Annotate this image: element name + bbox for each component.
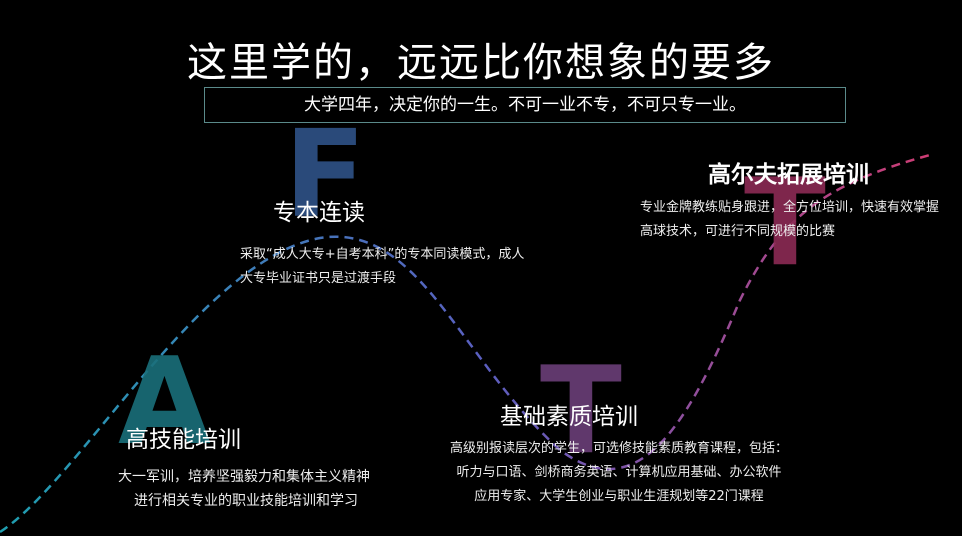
- section-title-basic: 基础素质培训: [500, 404, 638, 430]
- desc-line: 采取“成人大专+自考本科”的专本同读模式，成人: [240, 247, 525, 262]
- desc-line: 大专毕业证书只是过渡手段: [240, 271, 397, 286]
- desc-line: 大一军训，培养坚强毅力和集体主义精神: [118, 469, 370, 485]
- section-desc-skills: 大一军训，培养坚强毅力和集体主义精神 进行相关专业的职业技能培训和学习: [118, 465, 370, 513]
- section-title-skills: 高技能培训: [126, 427, 241, 453]
- section-title-degree: 专本连读: [273, 200, 365, 226]
- section-desc-basic: 高级别报读层次的学生，可选修技能素质教育课程，包括： 听力与口语、剑桥商务英语、…: [450, 437, 788, 509]
- page-title: 这里学的，远远比你想象的要多: [187, 40, 775, 86]
- desc-line: 进行相关专业的职业技能培训和学习: [134, 493, 358, 509]
- section-desc-degree: 采取“成人大专+自考本科”的专本同读模式，成人 大专毕业证书只是过渡手段: [240, 243, 524, 291]
- letter-f-mark: F: [284, 106, 366, 245]
- section-title-golf: 高尔夫拓展培训: [708, 162, 869, 188]
- letter-a-mark: A: [118, 333, 211, 472]
- letter-t-mark-basic: T: [540, 342, 622, 481]
- desc-line: 听力与口语、剑桥商务英语、计算机应用基础、办公软件: [456, 465, 782, 480]
- section-desc-golf: 专业金牌教练贴身跟进，全方位培训，快速有效掌握 高球技术，可进行不同规模的比赛: [640, 196, 939, 244]
- desc-line: 高级别报读层次的学生，可选修技能素质教育课程，包括：: [450, 441, 789, 456]
- desc-line: 高球技术，可进行不同规模的比赛: [640, 224, 836, 239]
- letter-t-mark-golf: T: [744, 154, 826, 293]
- subtitle-banner: 大学四年，决定你的一生。不可一业不专，不可只专一业。: [204, 87, 846, 123]
- desc-line: 专业金牌教练贴身跟进，全方位培训，快速有效掌握: [640, 200, 940, 215]
- desc-line: 应用专家、大学生创业与职业生涯规划等22门课程: [474, 489, 764, 504]
